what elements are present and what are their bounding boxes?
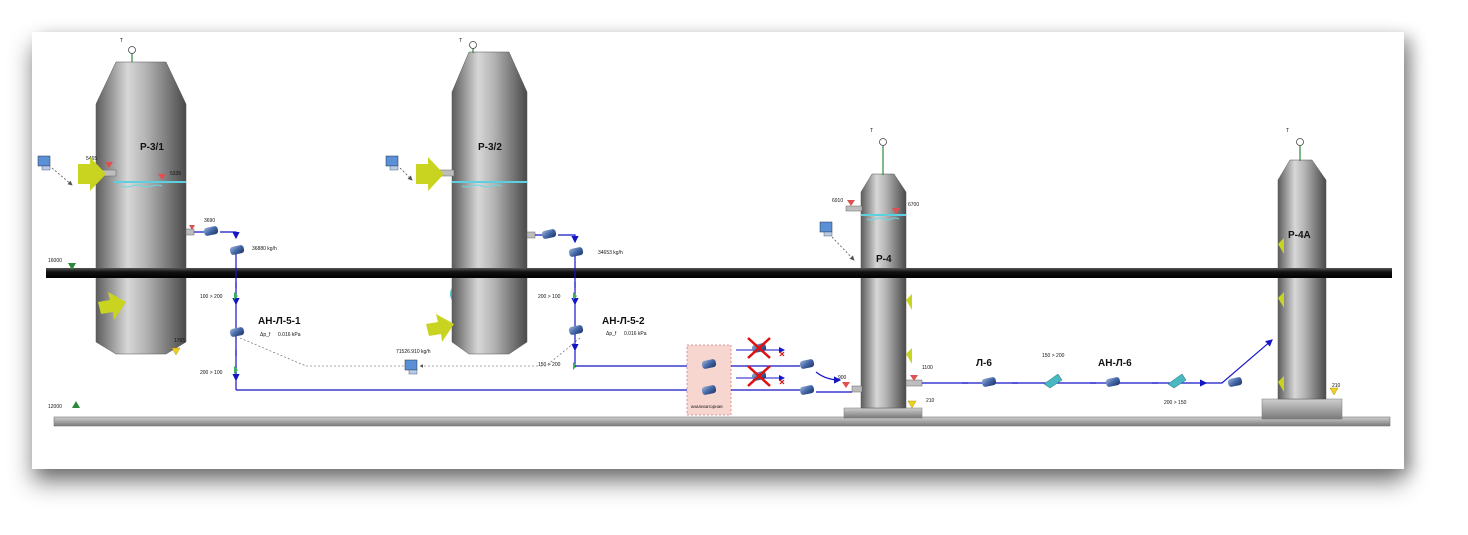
reactor-r4a[interactable]: T Р-4А 210 (1261, 128, 1343, 420)
lower-level-marker-icon (72, 401, 80, 408)
pump-icon[interactable] (568, 247, 584, 258)
reactor-name: Р-4А (1288, 230, 1311, 241)
flow-label: 34653 kg/h (598, 250, 623, 256)
analyzer-room[interactable] (686, 344, 732, 416)
pump-icon[interactable] (701, 385, 717, 396)
pump-icon[interactable] (799, 359, 815, 370)
reducer-label: 150 > 200 (1042, 353, 1065, 359)
reactor-base (1261, 398, 1343, 420)
t-label: T (459, 38, 462, 44)
pump-icon[interactable] (1105, 377, 1121, 388)
reactor-r32[interactable]: T Р-3/2 (439, 38, 536, 355)
pump-icon[interactable] (229, 245, 245, 256)
level-low-label: 1765 (174, 338, 185, 344)
gauge-icon[interactable] (128, 46, 136, 54)
reducer-bottom-label: 200 > 100 (200, 370, 223, 376)
feed-arrow-icon (98, 292, 126, 320)
pump-icon[interactable] (541, 229, 557, 240)
monitor-icon[interactable] (819, 221, 833, 237)
monitor-icon[interactable] (37, 155, 51, 171)
reducer-icon (1043, 373, 1063, 389)
pump-icon[interactable] (229, 327, 245, 338)
rack-beam (46, 268, 1392, 278)
monitor-icon[interactable] (385, 155, 399, 171)
pump-icon[interactable] (203, 226, 219, 237)
level-top-label: 3690 (204, 218, 215, 224)
pump-icon[interactable] (701, 359, 717, 370)
level-low-label: 210 (1332, 383, 1341, 389)
reducer-top-label: 100 > 200 (200, 294, 223, 300)
line-name: АН-Л-5-2 (602, 316, 645, 327)
pump-icon[interactable] (799, 385, 815, 396)
process-diagram: 12000 T Р-3/1 5465 5335 1765 (37, 38, 1392, 427)
gauge-icon[interactable] (469, 41, 477, 49)
line-anl51: 3690 36880 kg/h 100 > 200 АН-Л-5-1 Δp_f … (194, 218, 692, 391)
reducer-icon (1167, 373, 1187, 389)
reducer-label: 200 > 150 (1164, 400, 1187, 406)
diagram-panel: 12000 T Р-3/1 5465 5335 1765 (32, 32, 1404, 469)
level-label: 1100 (922, 365, 933, 371)
dp-value: 0.016 kPa (624, 331, 647, 337)
failed-pump-icon[interactable] (747, 337, 771, 359)
gauge-icon[interactable] (1296, 138, 1304, 146)
feed-arrow-icon (426, 314, 454, 342)
t-label: T (1286, 128, 1289, 134)
reducer-bottom-label: 150 > 200 (538, 362, 561, 368)
t-label: T (120, 38, 123, 44)
reactor-base (843, 407, 923, 419)
dp-label: Δp_f (606, 331, 617, 337)
line-name: АН-Л-6 (1098, 358, 1132, 369)
pump-icon[interactable] (981, 377, 997, 388)
analyzer-label: анализаторная (691, 404, 723, 409)
dp-value: 0.016 kPa (278, 332, 301, 338)
line-name: Л-6 (976, 358, 992, 369)
failed-pump-icon[interactable] (747, 365, 771, 387)
reactor-name: Р-3/2 (478, 142, 502, 153)
feed-arrow-icon (78, 157, 106, 191)
level-in-label: 900 (838, 375, 847, 381)
line-anl52: 34653 kg/h 200 > 100 АН-Л-5-2 Δp_f 0.016… (419, 229, 692, 370)
pump-icon[interactable] (1227, 377, 1243, 388)
dp-label: Δp_f (260, 332, 271, 338)
upper-level-label: 16000 (48, 258, 62, 264)
level-left-label: 6910 (832, 198, 843, 204)
reducer-top-label: 200 > 100 (538, 294, 561, 300)
gauge-icon[interactable] (879, 138, 887, 146)
pump-icon[interactable] (568, 325, 584, 336)
upper-level-marker-icon (68, 263, 76, 270)
level-right-label: 5335 (170, 171, 181, 177)
reactor-name: Р-3/1 (140, 142, 164, 153)
reactor-r4[interactable]: T Р-4 6910 6700 900 210 (832, 128, 935, 419)
reactor-name: Р-4 (876, 254, 892, 265)
merge-flow-label: 71526.910 kg/h (396, 349, 431, 355)
monitor-icon[interactable] (404, 359, 418, 375)
lower-level-label: 12000 (48, 404, 62, 410)
flow-label: 36880 kg/h (252, 246, 277, 252)
line-name: АН-Л-5-1 (258, 316, 301, 327)
feed-arrow-icon (416, 157, 444, 191)
line-l6: 1100 Л-6 150 > 200 АН-Л-6 200 > 150 (922, 339, 1273, 406)
level-low-label: 210 (926, 398, 935, 404)
ground-slab (53, 416, 1391, 427)
t-label: T (870, 128, 873, 134)
level-right-label: 6700 (908, 202, 919, 208)
